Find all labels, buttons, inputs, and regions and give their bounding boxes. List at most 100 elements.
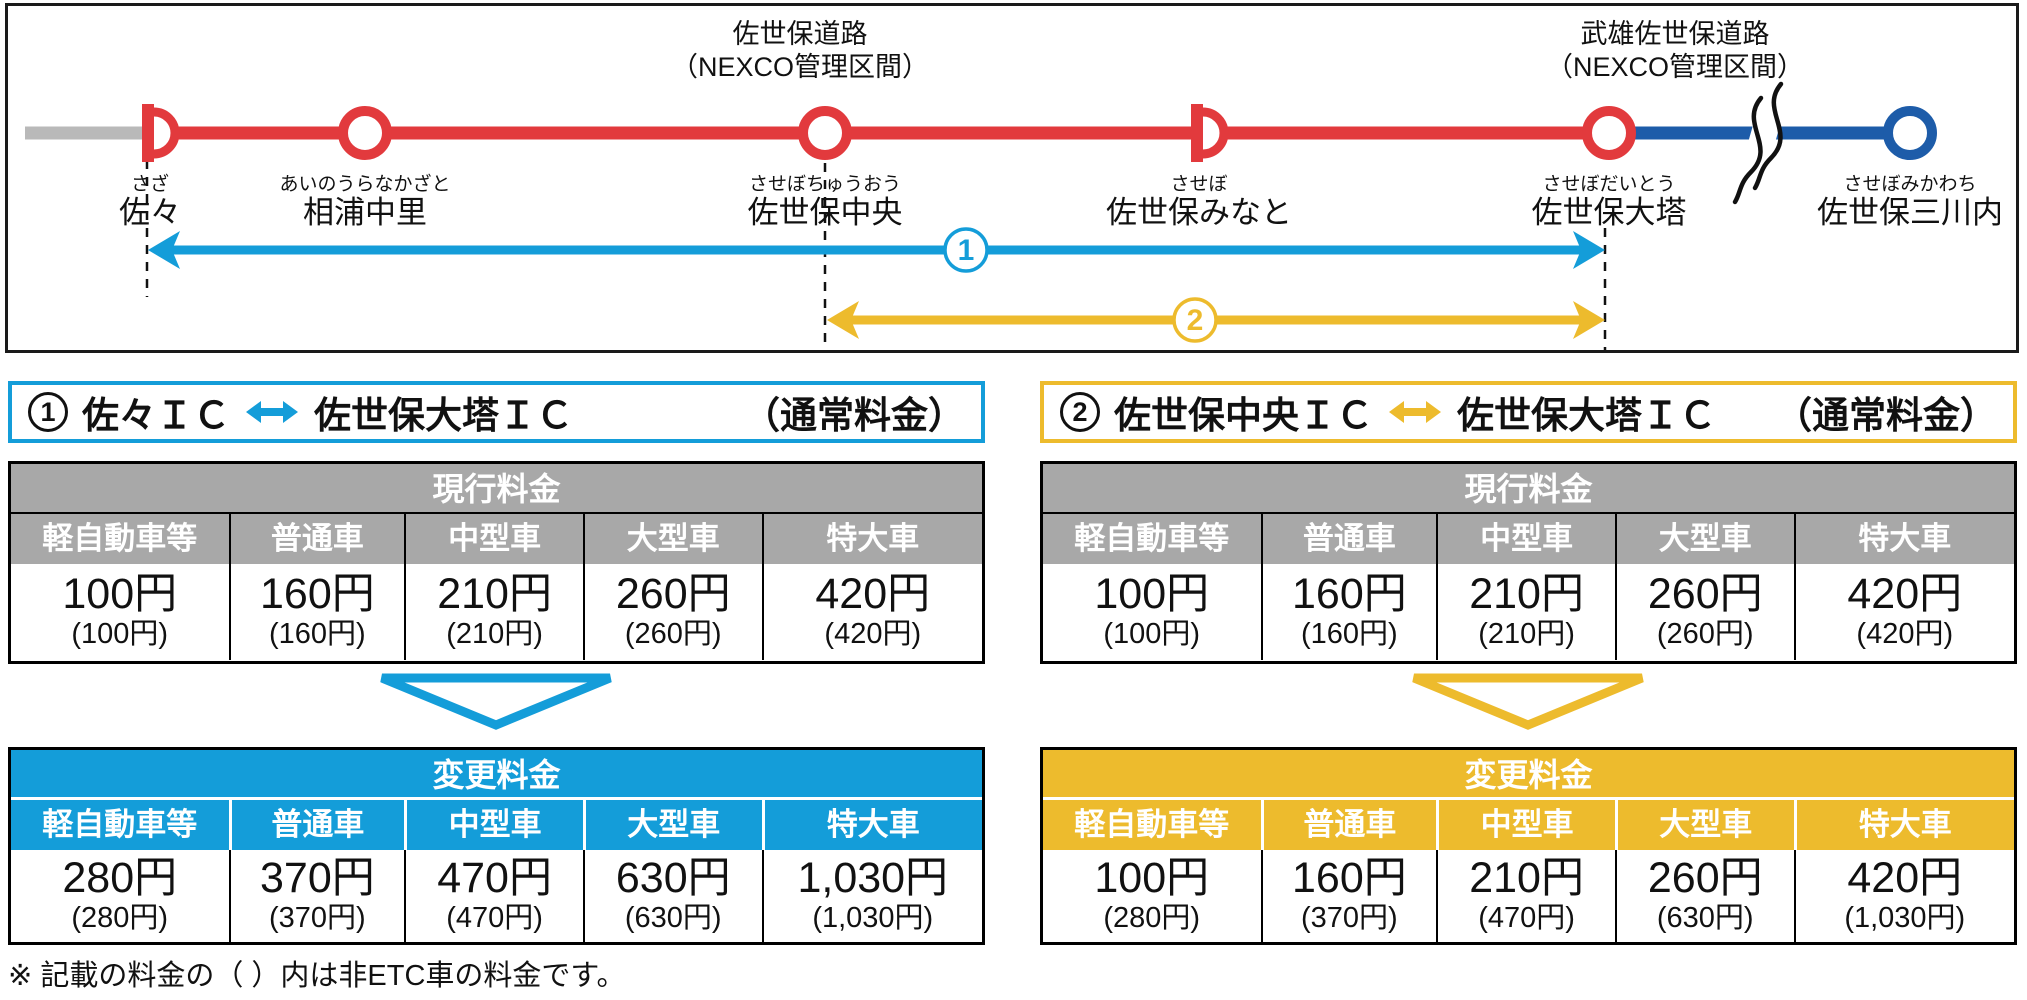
double-arrow-icon: [1389, 401, 1441, 423]
fare-main: 260円: [615, 570, 731, 619]
fare-cell: 210円(210円): [1436, 564, 1615, 660]
fare-main: 420円: [1847, 854, 1963, 903]
vehicle-class-header: 特大車: [761, 514, 982, 564]
vehicle-class-header: 普通車: [228, 514, 405, 564]
vehicle-class-header: 普通車: [228, 800, 405, 850]
fare-nonetc: (420円): [824, 617, 922, 650]
station-name: 佐世保大塔: [1532, 195, 1687, 230]
table-band: 変更料金: [1043, 750, 2014, 800]
station-name: 佐世保三川内: [1817, 195, 2003, 230]
fare-cell: 420円(420円): [761, 564, 982, 660]
fare-cell: 100円(280円): [1043, 850, 1261, 942]
fare-main: 280円: [62, 854, 178, 903]
fare-cell: 210円(470円): [1436, 850, 1615, 942]
title-from: 佐世保中央ＩＣ: [1114, 395, 1373, 436]
fare-main: 160円: [1292, 570, 1407, 619]
fare-nonetc: (210円): [1478, 617, 1575, 650]
range-number-2: 2: [1187, 304, 1204, 337]
current-fare-table: 現行料金 軽自動車等 普通車 中型車 大型車 特大車 100円(100円) 16…: [1040, 461, 2017, 664]
fare-main: 210円: [1469, 854, 1584, 903]
road-break-squiggle: [1752, 81, 1784, 191]
fare-cell: 280円(280円): [11, 850, 229, 942]
station-name: 佐世保みなと: [1106, 195, 1292, 230]
vehicle-class-header: 中型車: [404, 800, 583, 850]
marker-saza-half-ic: [142, 104, 180, 162]
range-arrow-2: 2: [827, 297, 1605, 343]
marker-mikawachi-ic: [1883, 106, 1937, 160]
current-fare-table: 現行料金 軽自動車等 普通車 中型車 大型車 特大車 100円(100円) 16…: [8, 461, 985, 664]
section-title: 2 佐世保中央ＩＣ 佐世保大塔ＩＣ （通常料金）: [1040, 381, 2017, 443]
fare-cell: 210円(210円): [404, 564, 583, 660]
vehicle-class-header: 普通車: [1260, 800, 1437, 850]
title-to: 佐世保大塔ＩＣ: [1457, 395, 1716, 436]
fare-nonetc: (260円): [1656, 617, 1754, 650]
fare-cell: 470円(470円): [404, 850, 583, 942]
fare-nonetc: (370円): [269, 901, 366, 934]
fare-main: 160円: [260, 570, 375, 619]
fare-nonetc: (210円): [446, 617, 543, 650]
vehicle-class-header: 大型車: [582, 800, 762, 850]
fare-main: 100円: [1094, 570, 1210, 619]
fare-cell: 160円(370円): [1260, 850, 1437, 942]
vehicle-class-header: 軽自動車等: [11, 514, 229, 564]
fare-cell: 100円(100円): [1043, 564, 1261, 660]
range-arrow-1: 1: [148, 227, 1605, 273]
station-furigana: させぼ: [1170, 173, 1227, 195]
fare-nonetc: (260円): [624, 617, 722, 650]
fare-cell: 370円(370円): [228, 850, 405, 942]
fare-main: 420円: [815, 570, 931, 619]
range-number-1: 1: [958, 234, 975, 267]
fare-section-1: 1 佐々ＩＣ 佐世保大塔ＩＣ （通常料金） 現行料金 軽自動車等 普通車 中型車…: [8, 381, 985, 951]
fare-cell: 260円(260円): [1614, 564, 1794, 660]
changed-fare-table: 変更料金 軽自動車等 普通車 中型車 大型車 特大車 280円(280円) 37…: [8, 747, 985, 945]
marker-chuo-ic: [798, 106, 852, 160]
fare-nonetc: (630円): [624, 901, 722, 934]
fare-cell: 260円(260円): [582, 564, 762, 660]
vehicle-class-row: 軽自動車等 普通車 中型車 大型車 特大車: [11, 514, 982, 564]
marker-daito-ic: [1582, 106, 1636, 160]
fare-main: 100円: [1094, 854, 1210, 903]
changed-fare-table: 変更料金 軽自動車等 普通車 中型車 大型車 特大車 100円(280円) 16…: [1040, 747, 2017, 945]
route-diagram: 佐世保道路 （NEXCO管理区間） 武雄佐世保道路 （NEXCO管理区間）: [25, 19, 2003, 350]
vehicle-class-row: 軽自動車等 普通車 中型車 大型車 特大車: [1043, 514, 2014, 564]
vehicle-class-header: 中型車: [1436, 800, 1615, 850]
vehicle-class-row: 軽自動車等 普通車 中型車 大型車 特大車: [1043, 800, 2014, 850]
road-break-squiggle: [1732, 95, 1764, 205]
change-triangle-icon: [380, 673, 612, 730]
marker-minato-half-ic: [1191, 104, 1229, 162]
fare-cell: 160円(160円): [228, 564, 405, 660]
vehicle-class-row: 軽自動車等 普通車 中型車 大型車 特大車: [11, 800, 982, 850]
fare-nonetc: (470円): [446, 901, 543, 934]
table-band: 現行料金: [11, 464, 982, 514]
title-to: 佐世保大塔ＩＣ: [314, 395, 573, 436]
road-label-takeo: 武雄佐世保道路: [1581, 19, 1770, 49]
fare-cell: 160円(160円): [1260, 564, 1437, 660]
vehicle-class-header: 軽自動車等: [1043, 514, 1261, 564]
footnote: ※ 記載の料金の（ ）内は非ETC車の料金です。: [8, 960, 626, 992]
fare-row: 100円(280円) 160円(370円) 210円(470円) 260円(63…: [1043, 850, 2014, 942]
fare-main: 260円: [1647, 570, 1763, 619]
fare-cell: 420円(1,030円): [1793, 850, 2014, 942]
fare-nonetc: (160円): [1301, 617, 1398, 650]
fare-main: 420円: [1847, 570, 1963, 619]
table-band: 変更料金: [11, 750, 982, 800]
fare-nonetc: (280円): [71, 901, 169, 934]
fare-main: 100円: [62, 570, 178, 619]
fare-cell: 100円(100円): [11, 564, 229, 660]
station-name: 佐々: [119, 195, 181, 230]
fare-main: 1,030円: [797, 854, 949, 903]
vehicle-class-header: 中型車: [404, 514, 583, 564]
route-diagram-box: 佐世保道路 （NEXCO管理区間） 武雄佐世保道路 （NEXCO管理区間）: [5, 3, 2019, 353]
fare-main: 630円: [615, 854, 731, 903]
vehicle-class-header: 特大車: [1793, 800, 2014, 850]
station-name: 相浦中里: [303, 195, 427, 230]
fare-main: 370円: [260, 854, 375, 903]
fare-main: 260円: [1647, 854, 1763, 903]
fare-main: 210円: [437, 570, 552, 619]
vehicle-class-header: 普通車: [1260, 514, 1437, 564]
station-furigana: させぼだいとう: [1542, 173, 1675, 195]
vehicle-class-header: 特大車: [1793, 514, 2014, 564]
vehicle-class-header: 大型車: [582, 514, 762, 564]
road-label-sasebo: 佐世保道路: [733, 19, 868, 49]
